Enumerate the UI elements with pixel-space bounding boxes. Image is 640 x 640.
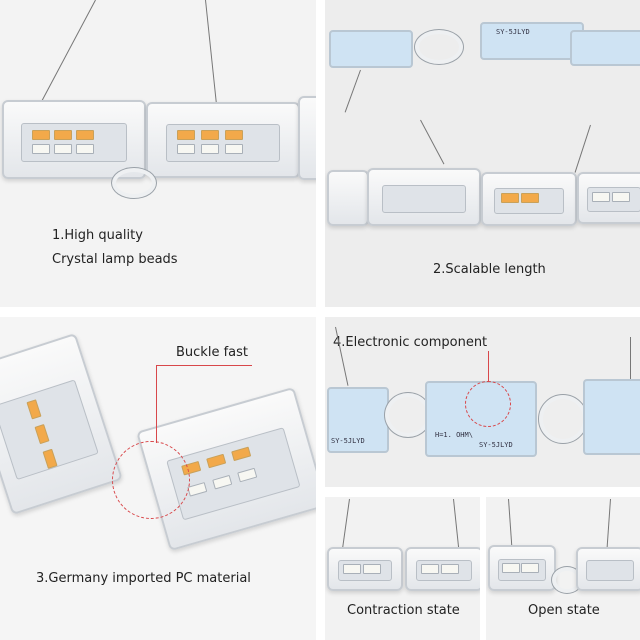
led-chip	[187, 481, 208, 497]
lens	[337, 560, 393, 581]
led-chip	[237, 467, 258, 482]
panel-scalable-length: SY-5JLYD 2.Scalable length	[325, 0, 640, 307]
led-chip	[225, 130, 243, 141]
callout-line	[156, 365, 252, 366]
led-chip	[520, 562, 539, 573]
lens	[497, 558, 547, 581]
caption-line-1: 1.High quality	[52, 228, 143, 243]
wire-loop	[111, 167, 157, 199]
led-chip	[420, 564, 439, 575]
callout-label: Buckle fast	[176, 345, 248, 360]
lens	[494, 188, 564, 214]
lead-wire	[574, 124, 591, 173]
led-module	[367, 168, 481, 226]
led-module	[405, 547, 480, 591]
led-chip	[212, 474, 233, 490]
buckle-highlight-circle	[112, 441, 190, 519]
led-chip	[53, 144, 72, 154]
pcb-label: SY-5JLYD	[496, 28, 530, 36]
led-module	[298, 96, 316, 180]
led-module	[327, 547, 403, 591]
wire-loop	[414, 29, 464, 65]
led-module	[481, 172, 577, 226]
caption: 3.Germany imported PC material	[36, 571, 251, 586]
pcb-label: SY-5JLYD	[479, 441, 513, 449]
led-chip	[177, 144, 195, 155]
pcb-board	[329, 30, 413, 68]
led-chip	[501, 562, 520, 573]
lens	[415, 560, 473, 581]
led-chip	[177, 130, 195, 141]
panel-open-state: Open state	[486, 497, 640, 640]
led-module	[576, 547, 640, 591]
lead-wire	[420, 119, 445, 165]
lead-wire	[344, 69, 361, 113]
led-chip	[521, 193, 540, 203]
caption: Open state	[528, 603, 600, 618]
lead-wire	[630, 337, 631, 387]
lead-wire	[342, 498, 350, 549]
lens	[585, 560, 635, 581]
lens	[0, 379, 99, 480]
led-chip	[31, 130, 50, 140]
lead-wire	[453, 498, 460, 549]
lead-wire	[508, 498, 513, 547]
panel-electronic-component: 4.Electronic component SY-5JLYD H=1. OHM…	[325, 317, 640, 487]
led-module	[0, 332, 123, 516]
panel-pc-material: Buckle fast 3.Germany imported PC materi…	[0, 317, 316, 640]
pcb-board	[570, 30, 640, 66]
led-chip	[42, 448, 59, 469]
led-module	[146, 102, 300, 178]
pcb-board: SY-5JLYD	[480, 22, 584, 60]
led-module	[577, 172, 640, 224]
lens	[382, 185, 466, 214]
led-chip	[501, 193, 520, 203]
pcb-label: SY-5JLYD	[331, 437, 365, 445]
pcb-spec-label: H=1. OHM\	[435, 431, 473, 439]
caption-line-2: Crystal lamp beads	[52, 252, 178, 267]
led-chip	[34, 423, 50, 445]
led-chip	[592, 192, 611, 203]
caption: 4.Electronic component	[333, 335, 488, 350]
callout-line	[156, 365, 157, 443]
led-chip	[342, 564, 361, 575]
led-chip	[26, 399, 42, 420]
caption: 2.Scalable length	[433, 262, 546, 277]
led-chip	[31, 144, 50, 154]
led-chip	[612, 192, 631, 203]
lead-wire	[38, 0, 96, 107]
led-chip	[201, 144, 219, 155]
caption: Contraction state	[347, 603, 460, 618]
panel-high-quality: 1.High quality Crystal lamp beads	[0, 0, 316, 307]
led-module	[327, 170, 369, 226]
callout-line	[488, 351, 489, 391]
pcb-board	[583, 379, 640, 455]
led-chip	[225, 144, 243, 155]
led-module	[488, 545, 556, 591]
wire-loop	[538, 394, 588, 444]
lens	[587, 187, 640, 213]
led-module	[2, 100, 146, 179]
led-chip	[75, 144, 94, 154]
pcb-board: SY-5JLYD	[327, 387, 389, 453]
component-highlight-circle	[465, 381, 511, 427]
led-chip	[201, 130, 219, 141]
led-chip	[53, 130, 72, 140]
lens	[166, 124, 280, 162]
panel-contraction-state: Contraction state	[325, 497, 480, 640]
lens	[20, 123, 128, 162]
led-chip	[231, 446, 252, 461]
led-chip	[440, 564, 459, 575]
led-chip	[362, 564, 381, 575]
led-chip	[206, 453, 227, 468]
led-chip	[75, 130, 94, 140]
lead-wire	[606, 498, 611, 549]
